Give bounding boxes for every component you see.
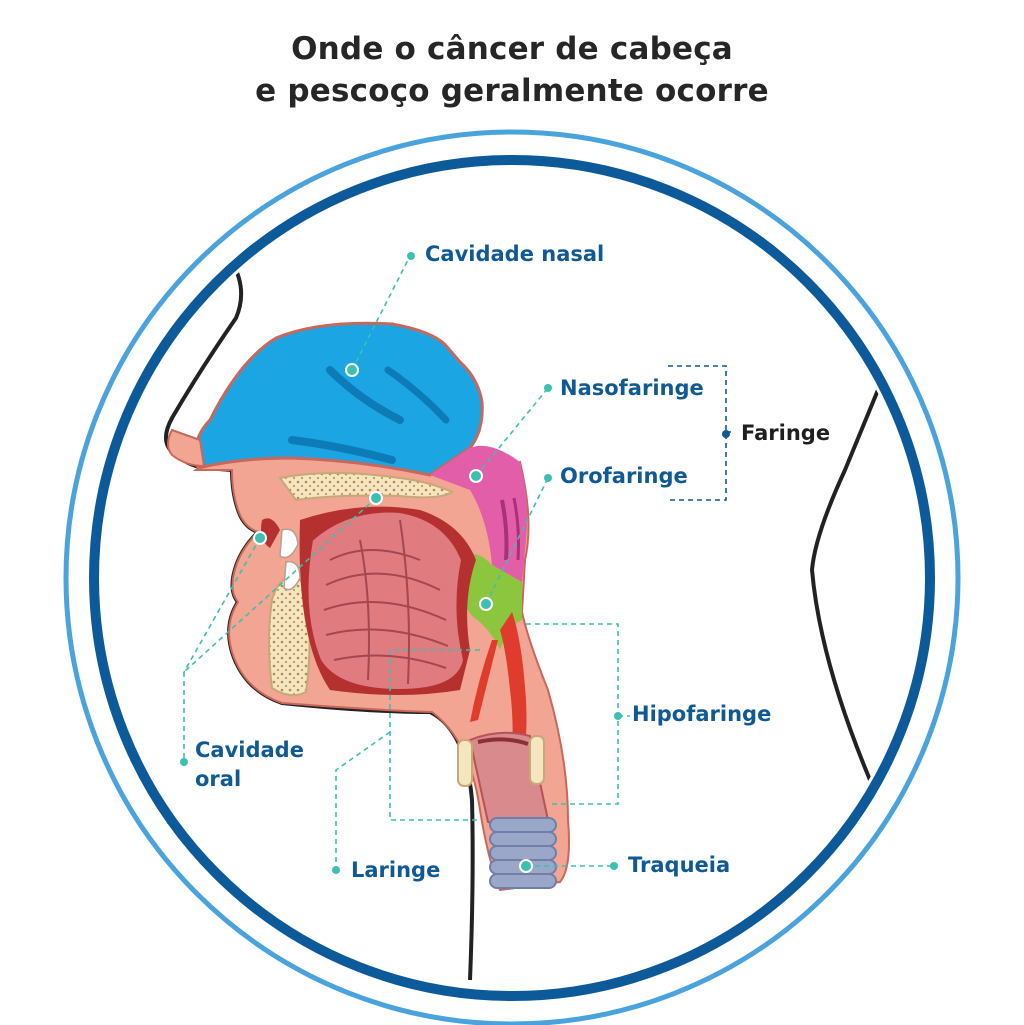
faringe-dot xyxy=(722,430,730,438)
label-cavidade-oral-line-2: oral xyxy=(195,765,304,794)
label-orofaringe: Orofaringe xyxy=(560,462,688,491)
label-cavidade-oral: Cavidade oral xyxy=(195,736,304,794)
trachea-rings xyxy=(490,818,556,888)
tongue xyxy=(308,512,465,690)
label-cavidade-oral-line-1: Cavidade xyxy=(195,736,304,765)
label-laringe: Laringe xyxy=(351,856,440,885)
label-traqueia: Traqueia xyxy=(628,851,730,880)
nasal-cavity-region xyxy=(196,323,483,475)
label-hipofaringe: Hipofaringe xyxy=(632,700,771,729)
label-nasofaringe: Nasofaringe xyxy=(560,374,704,403)
thyroid-cartilage xyxy=(458,740,472,786)
label-faringe: Faringe xyxy=(741,419,830,448)
label-cavidade-nasal: Cavidade nasal xyxy=(425,240,604,269)
thyroid-cartilage xyxy=(530,736,544,784)
